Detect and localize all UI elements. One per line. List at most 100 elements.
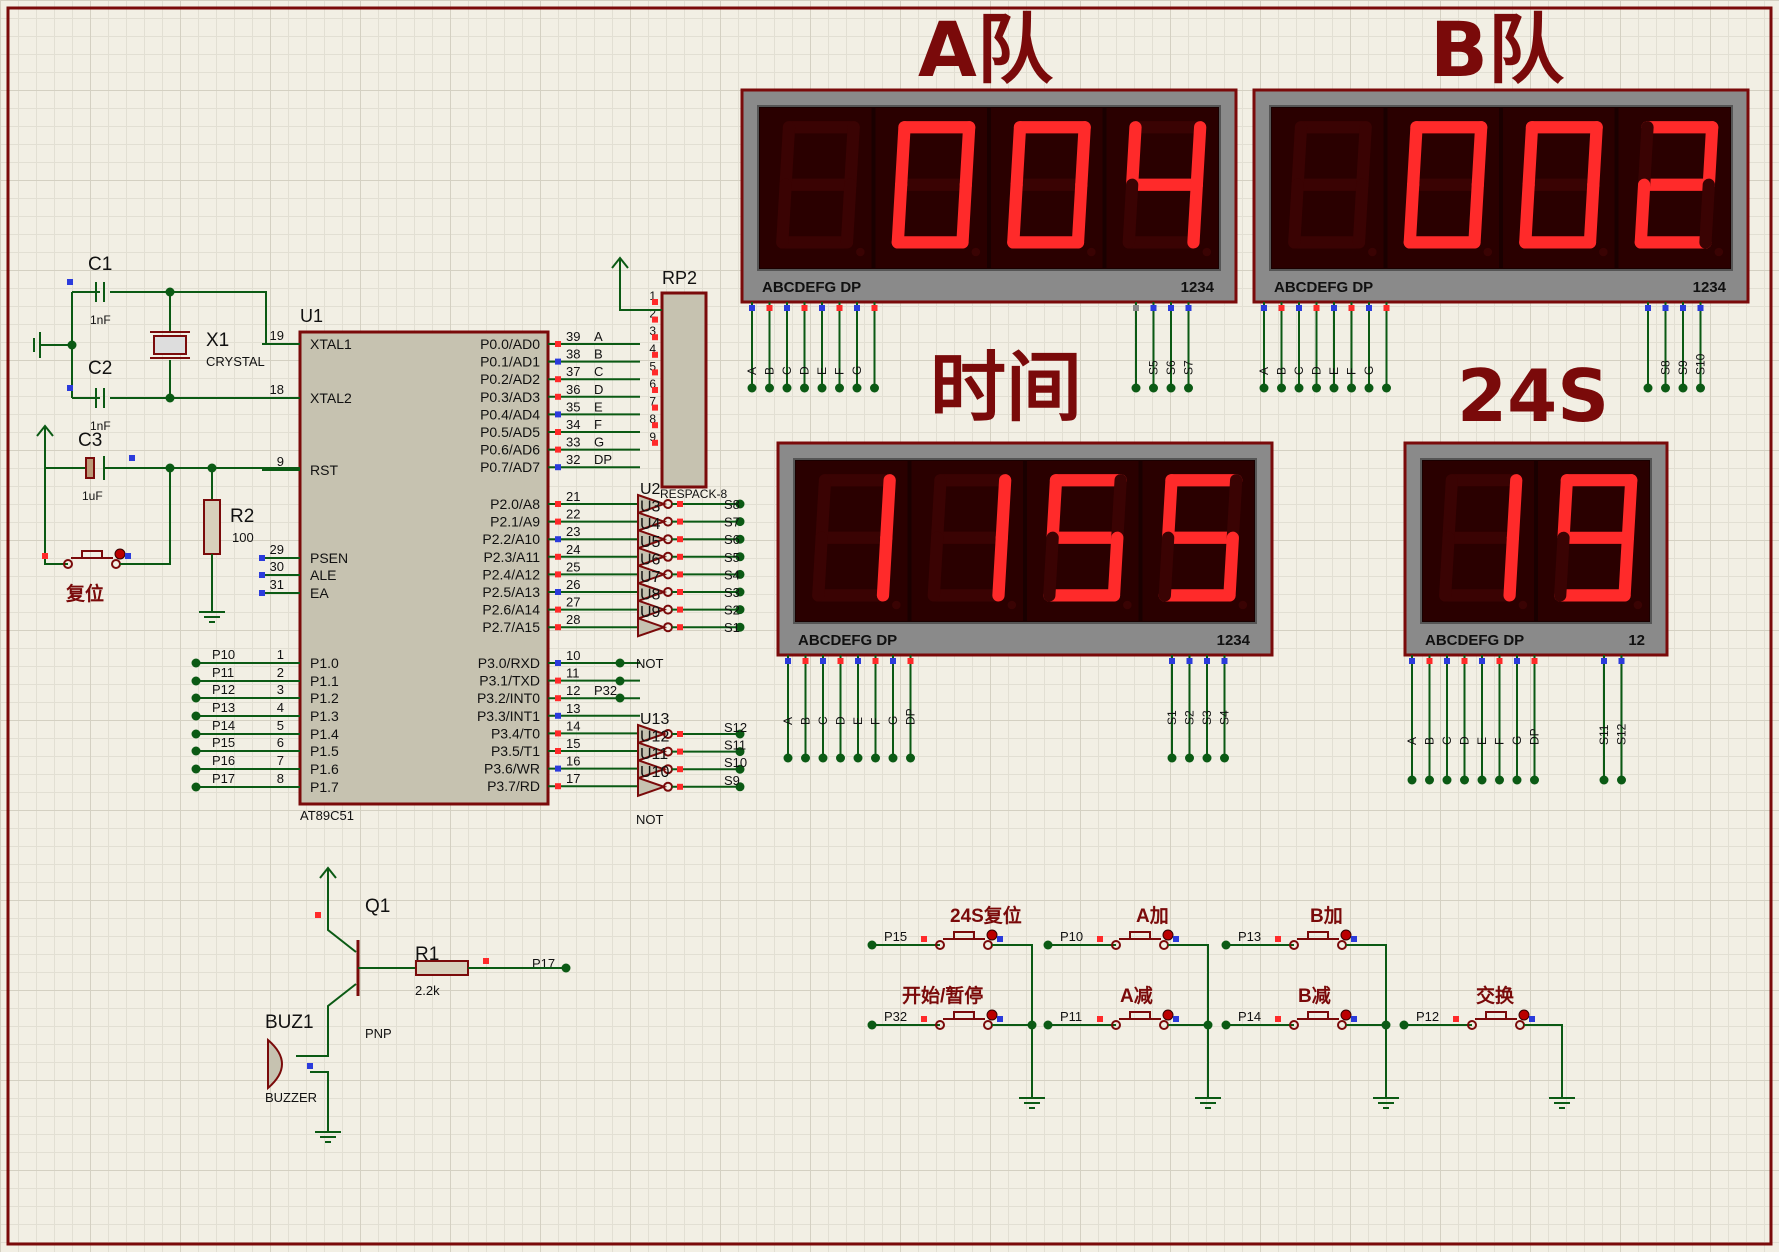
mcu-pin-name: ALE xyxy=(310,567,336,583)
pin-marker xyxy=(921,1016,927,1022)
junction-dot xyxy=(1599,775,1609,785)
junction-dot xyxy=(1512,775,1522,785)
mcu-pin-name: P1.2 xyxy=(310,690,339,706)
mcu-pin-number: 26 xyxy=(566,577,580,592)
pin-marker xyxy=(259,590,265,596)
pin-marker xyxy=(555,376,561,383)
ground-symbol xyxy=(199,598,225,623)
pin-marker xyxy=(1275,936,1281,942)
display-com-pin: S8 xyxy=(1659,360,1673,375)
button-label: B加 xyxy=(1310,905,1343,927)
junction-dot xyxy=(1661,383,1670,393)
pin-marker xyxy=(1150,305,1157,311)
wire xyxy=(1346,944,1387,1026)
mcu-pin-name: P1.4 xyxy=(310,726,339,742)
mcu-pin-name: P1.6 xyxy=(310,761,339,777)
junction-dot xyxy=(1294,383,1304,393)
pin-marker xyxy=(1662,305,1669,311)
gate-body xyxy=(637,599,668,621)
pin-marker xyxy=(555,765,561,772)
display-seg-pin: B xyxy=(799,717,813,725)
junction-dot xyxy=(1407,775,1417,785)
r1-value: 2.2k xyxy=(415,983,440,998)
segment-f xyxy=(1126,121,1142,191)
segment-c xyxy=(1107,531,1124,602)
segment-c xyxy=(840,178,857,249)
junction-dot xyxy=(906,753,915,763)
pin-marker xyxy=(836,305,843,311)
decimal-point xyxy=(856,247,865,257)
net-label: S10 xyxy=(724,755,747,770)
junction-dot xyxy=(1399,1020,1409,1030)
junction-dot xyxy=(615,676,625,686)
pin-marker xyxy=(1529,1016,1535,1022)
display-com-pin: S1 xyxy=(1165,710,1179,725)
pin-marker xyxy=(555,571,561,578)
junction-dot xyxy=(1442,775,1452,785)
ground-symbol xyxy=(1019,1084,1045,1109)
ground-symbol xyxy=(315,1118,341,1143)
segment-b xyxy=(959,121,976,191)
net-label: S5 xyxy=(724,550,740,565)
junction-dot xyxy=(735,587,745,597)
net-label: P14 xyxy=(1238,1009,1261,1024)
pin-marker xyxy=(652,351,658,358)
pin-marker xyxy=(67,279,73,285)
digit xyxy=(1538,461,1649,621)
contact xyxy=(1289,1020,1299,1030)
pin-marker xyxy=(652,316,658,323)
junction-dot xyxy=(1329,383,1339,393)
pin-marker xyxy=(766,305,773,311)
c3-value: 1uF xyxy=(82,489,103,503)
net-label: P15 xyxy=(884,929,907,944)
pin-marker xyxy=(315,912,321,918)
pin-marker xyxy=(652,369,658,376)
net-label: DP xyxy=(594,452,612,467)
junction-dot xyxy=(735,569,745,579)
segment-e xyxy=(1554,531,1570,602)
segment-c xyxy=(1468,178,1484,249)
r1-ref: R1 xyxy=(415,944,439,965)
pin-marker xyxy=(1169,658,1175,664)
mcu-pin-number: 10 xyxy=(566,648,580,663)
junction-dot xyxy=(835,383,844,393)
contact xyxy=(111,559,121,569)
digit xyxy=(1503,108,1615,268)
pin-marker xyxy=(677,553,683,560)
segment-e xyxy=(1043,531,1059,602)
junction-dot xyxy=(1043,940,1053,950)
gate-ref: U7 xyxy=(640,569,661,586)
segment-c xyxy=(956,178,972,249)
pin-marker xyxy=(1383,305,1390,311)
pin-marker xyxy=(1479,658,1485,664)
button-indicator xyxy=(986,1009,998,1021)
mcu-pin-name: P0.0/AD0 xyxy=(480,336,540,352)
contact xyxy=(63,559,73,569)
wire xyxy=(44,448,88,469)
button-label: A减 xyxy=(1120,984,1153,1007)
pin-marker xyxy=(1601,658,1607,664)
q1-value: PNP xyxy=(365,1026,392,1041)
push-button xyxy=(1289,1009,1352,1030)
pin-marker xyxy=(1173,936,1179,942)
mcu-pin-name: P2.6/A14 xyxy=(482,602,540,618)
gate-body xyxy=(637,723,668,745)
segment-c xyxy=(1618,531,1635,602)
gate-ref: U13 xyxy=(640,711,669,728)
pin-marker xyxy=(1168,305,1174,311)
junction-dot xyxy=(1643,383,1653,393)
c2-ref: C2 xyxy=(88,358,112,379)
power-symbol xyxy=(36,424,54,448)
mcu-pin-number: 36 xyxy=(566,382,580,397)
segment-e xyxy=(1519,178,1535,249)
mcu-pin-number: 3 xyxy=(277,682,284,697)
mcu-pin-number: 15 xyxy=(566,736,580,751)
junction-dot xyxy=(836,753,845,763)
pin-marker xyxy=(1453,1016,1459,1022)
net-label: S12 xyxy=(724,720,747,735)
mcu-pin-name: P0.2/AD2 xyxy=(480,371,540,387)
pin-marker xyxy=(42,553,48,559)
wire xyxy=(120,468,171,565)
digit xyxy=(1618,108,1730,268)
